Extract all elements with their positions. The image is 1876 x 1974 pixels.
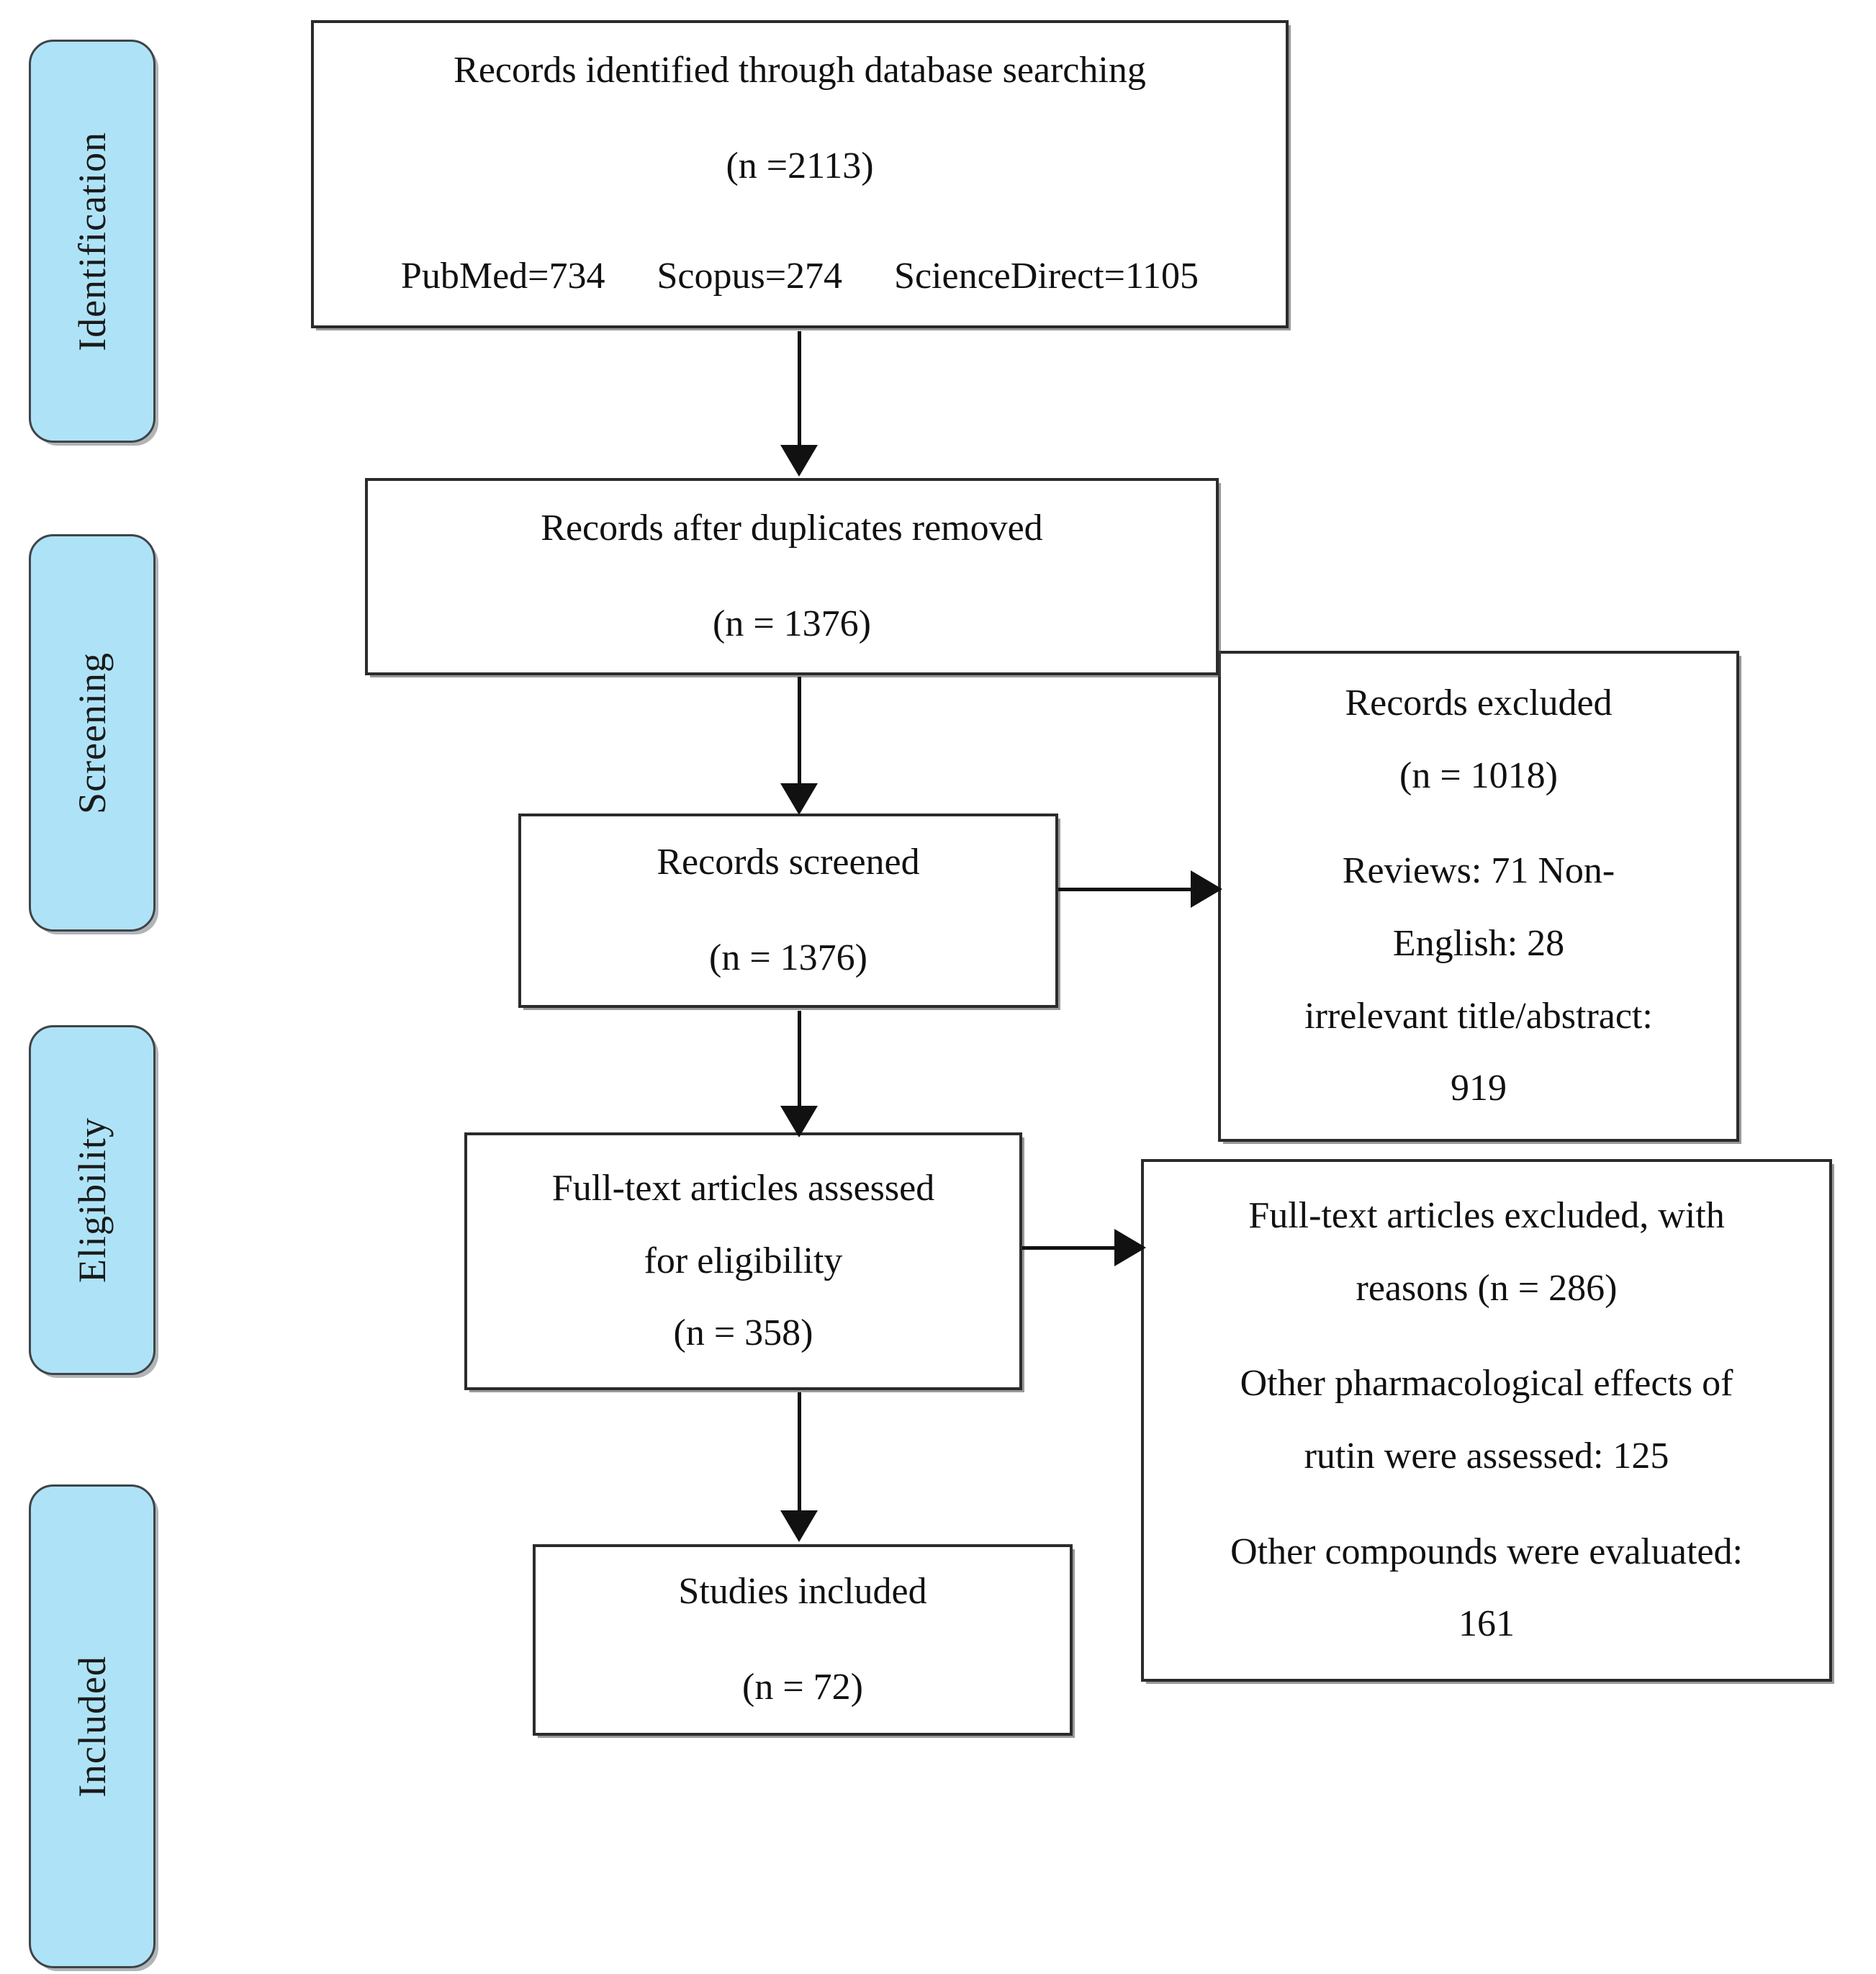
box-records-excluded-reason-3: irrelevant title/abstract: [1304,995,1653,1037]
box-fulltext-assessed-title-2: for eligibility [644,1240,843,1281]
box-fulltext-assessed-count: (n = 358) [673,1312,813,1354]
box-records-identified: Records identified through database sear… [311,20,1289,328]
box-records-excluded-reason-2: English: 28 [1392,923,1565,964]
source-scopus: Scopus=274 [657,256,843,297]
box-fulltext-assessed: Full-text articles assessed for eligibil… [464,1132,1022,1390]
box-records-excluded: Records excluded (n = 1018) Reviews: 71 … [1218,651,1739,1142]
arrow-duplicates-to-screened [780,677,818,815]
stage-label-screening-text: Screening [71,652,114,814]
box-records-after-duplicates: Records after duplicates removed (n = 13… [365,478,1219,675]
box-studies-included-count: (n = 72) [742,1667,863,1708]
box-fulltext-excluded: Full-text articles excluded, with reason… [1141,1159,1832,1682]
box-records-after-duplicates-count: (n = 1376) [713,603,871,644]
box-records-after-duplicates-title: Records after duplicates removed [541,508,1043,549]
box-fulltext-excluded-reason-2: rutin were assessed: 125 [1304,1436,1669,1477]
box-fulltext-excluded-reason-1: Other pharmacological effects of [1240,1363,1733,1405]
box-records-identified-title: Records identified through database sear… [454,49,1146,91]
box-records-excluded-count: (n = 1018) [1399,754,1558,796]
stage-label-identification-text: Identification [71,131,114,351]
box-fulltext-excluded-reason-4: 161 [1458,1603,1515,1645]
arrow-screened-to-records-excluded [1058,870,1222,909]
box-fulltext-assessed-title-1: Full-text articles assessed [551,1168,935,1209]
arrow-fulltext-to-studies-included [780,1392,818,1542]
stage-label-screening: Screening [29,534,155,932]
box-records-excluded-reason-1: Reviews: 71 Non- [1342,850,1615,892]
arrow-fulltext-to-fulltext-excluded [1022,1228,1146,1267]
stage-label-eligibility-text: Eligibility [71,1117,114,1283]
box-records-screened-title: Records screened [657,842,920,883]
box-records-excluded-title: Records excluded [1345,682,1613,724]
box-records-excluded-reason-4: 919 [1451,1068,1507,1109]
source-pubmed: PubMed=734 [400,256,605,297]
arrow-identified-to-duplicates [780,331,818,477]
box-records-screened: Records screened (n = 1376) [518,814,1058,1008]
box-records-identified-sources: PubMed=734 Scopus=274 ScienceDirect=1105 [401,255,1199,297]
stage-label-identification: Identification [29,40,155,443]
box-studies-included: Studies included (n = 72) [533,1544,1073,1736]
stage-label-included-text: Included [71,1655,114,1798]
box-fulltext-excluded-reason-3: Other compounds were evaluated: [1230,1531,1743,1572]
box-fulltext-excluded-title-1: Full-text articles excluded, with [1248,1195,1725,1237]
stage-label-included: Included [29,1484,155,1968]
box-fulltext-excluded-title-2: reasons (n = 286) [1356,1267,1618,1309]
arrow-screened-to-fulltext [780,1011,818,1137]
source-sciencedirect: ScienceDirect=1105 [894,256,1199,297]
box-records-screened-count: (n = 1376) [709,937,867,978]
stage-label-eligibility: Eligibility [29,1025,155,1375]
box-records-identified-count: (n =2113) [726,145,874,186]
box-studies-included-title: Studies included [678,1571,927,1613]
